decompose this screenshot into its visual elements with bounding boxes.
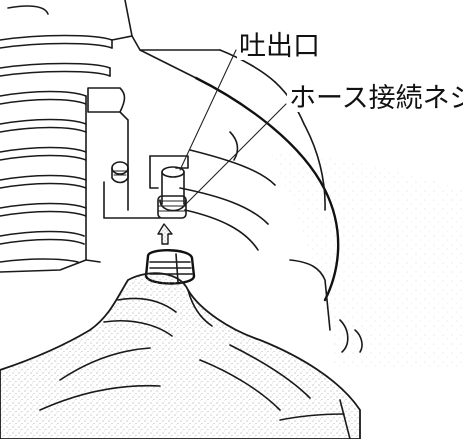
- engine-block: [0, 0, 221, 273]
- gloved-hand: [0, 272, 361, 439]
- hose-connection-screw-label: ホース接続ネジ: [287, 85, 463, 112]
- outlet-fitting: [149, 155, 189, 219]
- mounting-bolt: [103, 161, 161, 219]
- up-arrow-icon: [157, 223, 173, 245]
- pump-housing-shading: [270, 150, 463, 370]
- glove-shading: [0, 272, 361, 439]
- engine-cooling-fins: [0, 5, 113, 263]
- outlet-label: 吐出口: [237, 31, 322, 62]
- machine-frame-right: [279, 259, 363, 439]
- pump-cover: [139, 49, 340, 302]
- callout-leader-lines: [179, 49, 287, 205]
